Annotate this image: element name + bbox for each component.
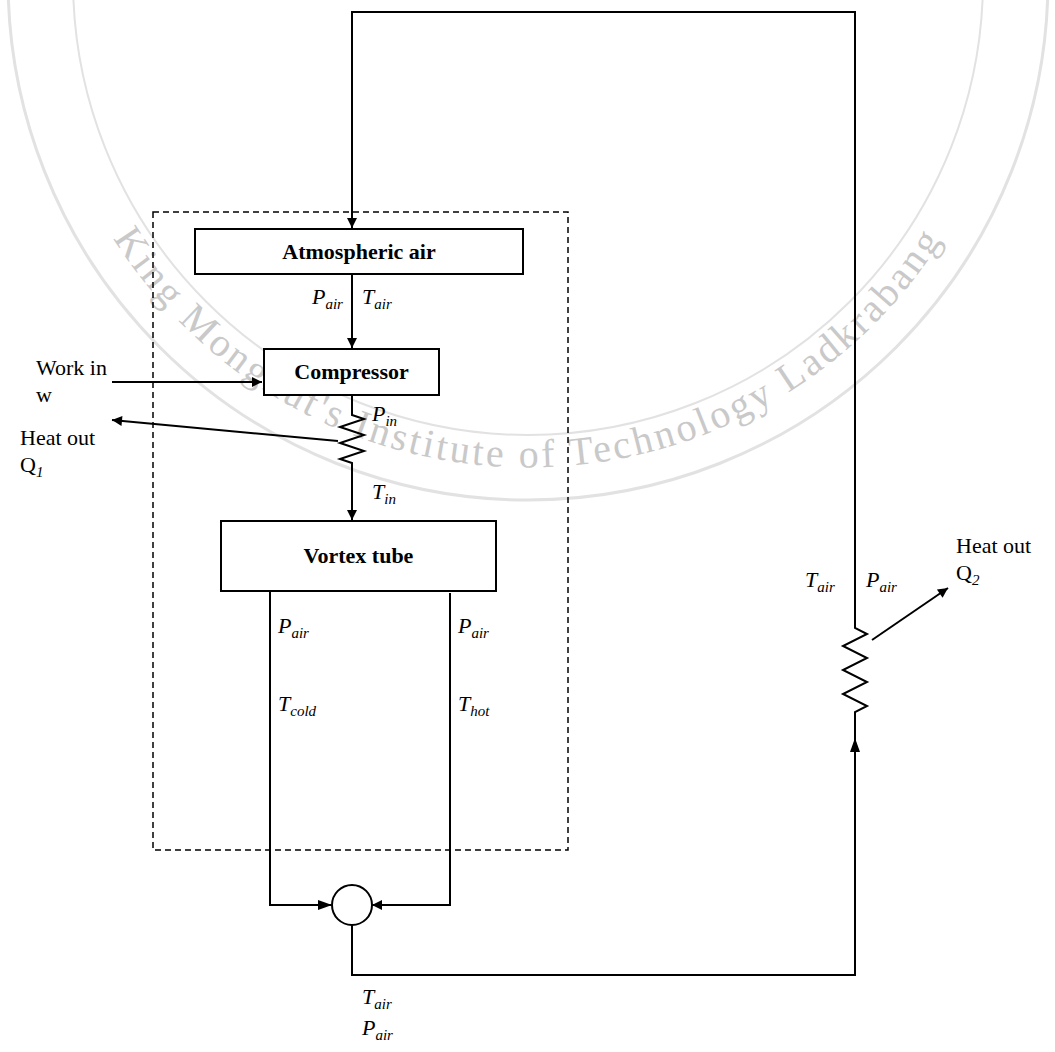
energy-label: Work in w <box>36 354 112 408</box>
state-variable: Tair <box>362 983 392 1018</box>
heat-arrow <box>872 588 948 640</box>
heat-arrow <box>112 420 338 441</box>
work-arrow <box>112 381 262 383</box>
state-variable: Pair <box>312 283 343 318</box>
flow-line <box>351 275 353 348</box>
box-label: Vortex tube <box>304 543 414 569</box>
process-box: Compressor <box>263 348 440 396</box>
state-variable: Tair <box>805 566 835 601</box>
state-variable: Tair <box>362 283 392 318</box>
watermark-ring <box>73 0 983 435</box>
state-variable: Tin <box>372 478 396 513</box>
mixing-junction <box>332 885 372 925</box>
flow-line <box>340 396 364 520</box>
state-variable: Pin <box>372 400 397 435</box>
state-variable: Pair <box>278 612 309 647</box>
arrow-head <box>318 900 332 910</box>
system-boundary <box>153 212 568 850</box>
energy-label: Heat out Q2 <box>956 532 1042 594</box>
process-box: Atmospheric air <box>194 228 524 275</box>
state-variable: Pair <box>866 566 897 601</box>
energy-label: Heat out Q1 <box>20 424 106 486</box>
watermark-ring <box>8 0 1048 500</box>
watermark-text: King Mongkut's Institute of Technology L… <box>105 218 950 477</box>
state-variable: Tcold <box>278 690 316 725</box>
box-label: Compressor <box>294 359 408 385</box>
watermark-text: King Mongkut's Institute of Technology L… <box>105 218 950 477</box>
box-label: Atmospheric air <box>282 239 435 265</box>
state-variable: Pair <box>362 1014 393 1049</box>
hot-stream-line <box>372 593 450 905</box>
state-variable: Pair <box>458 612 489 647</box>
state-variable: Thot <box>458 690 489 725</box>
arrow-head <box>850 738 860 752</box>
process-box: Vortex tube <box>220 520 497 592</box>
